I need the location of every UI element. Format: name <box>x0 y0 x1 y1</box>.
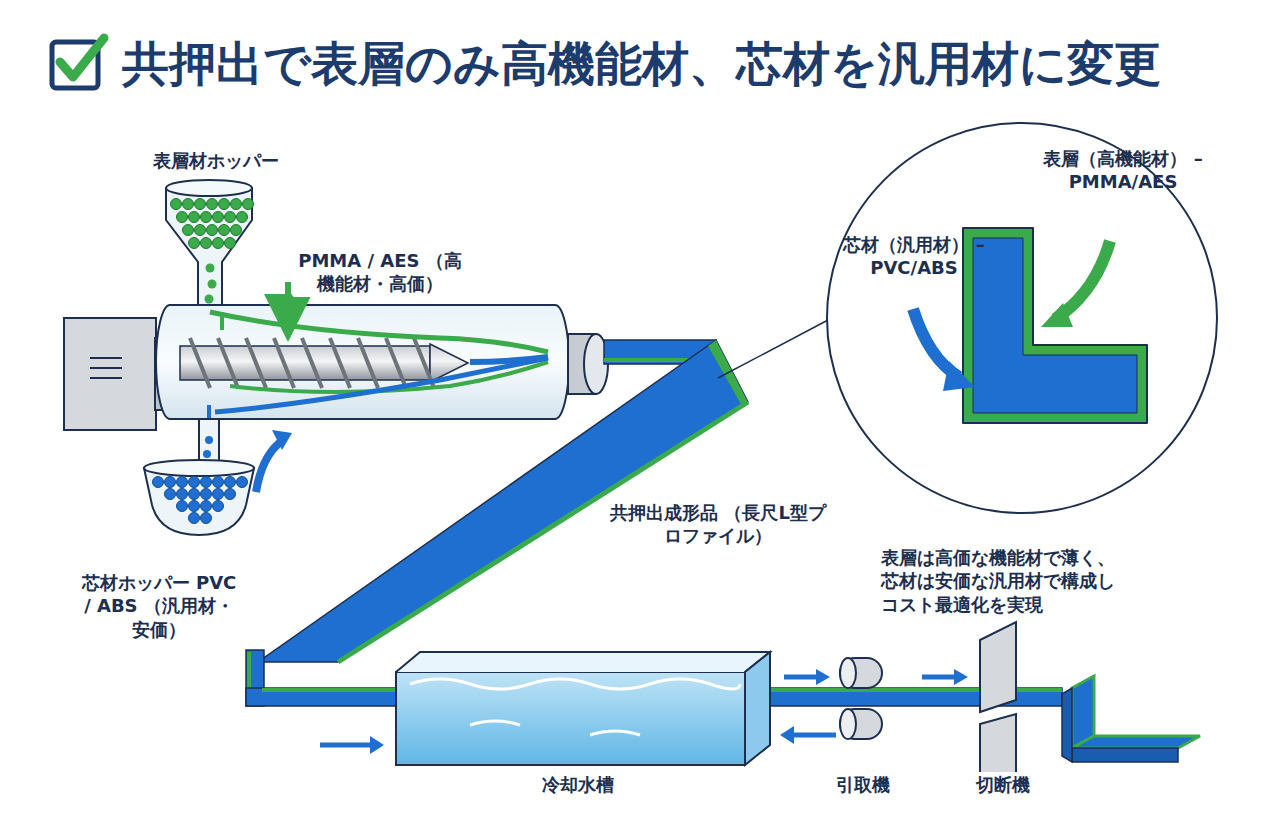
die <box>568 334 608 394</box>
part-label: 表層は高価な機能材で薄く、 芯材は安価な汎用材で構成し コスト最適化を実現 <box>878 545 1134 617</box>
core-feed-arrow <box>256 440 283 492</box>
part-label: 芯材ホッパー PVC / ABS （汎用材・安価） <box>78 570 240 642</box>
cooling-tank <box>320 652 836 765</box>
part-label: 冷却水槽 <box>520 772 636 797</box>
part-label: 表層材ホッパー <box>150 148 316 173</box>
part-label: PMMA / AES （高機能材・高価） <box>292 248 468 297</box>
zoom-leader <box>718 320 828 378</box>
extruder-barrel <box>156 305 569 419</box>
surface-hopper <box>166 180 254 312</box>
part-label: 共押出成形品 （長尺L型プロファイル） <box>600 500 836 549</box>
finished-profile <box>1062 676 1200 762</box>
layer-label: 芯材（汎用材） – PVC/ABS <box>839 233 989 280</box>
page-title: 共押出で表層のみ高機能材、芯材を汎用材に変更 <box>122 36 1161 92</box>
check-icon <box>52 38 104 88</box>
part-label: 切断機 <box>958 772 1048 797</box>
cutter <box>980 622 1016 792</box>
layer-label: 表層（高機能材） – PMMA/AES <box>1039 147 1207 194</box>
part-label: 引取機 <box>820 772 906 797</box>
core-hopper <box>144 418 254 535</box>
haul-off-rollers <box>784 658 968 739</box>
surface-feed-arrow <box>285 282 291 318</box>
zoom-circle: 表層（高機能材） – PMMA/AES 芯材（汎用材） – PVC/ABS <box>825 121 1219 515</box>
